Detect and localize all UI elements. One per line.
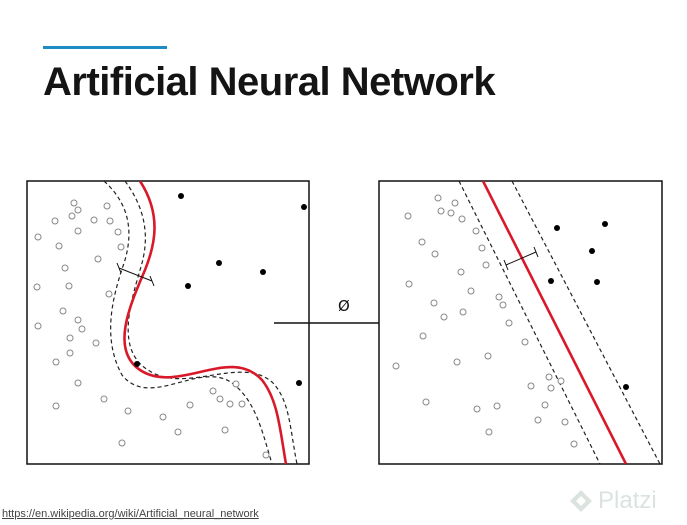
- left-margin-indicator: [116, 262, 155, 287]
- transform-label: Ø: [338, 297, 350, 315]
- right-margin-indicator: [503, 246, 539, 271]
- right-decision-boundary: [481, 181, 628, 464]
- input-space-panel: [26, 180, 310, 465]
- left-decision-boundary: [123, 181, 288, 464]
- left-filled-points: [134, 193, 307, 386]
- feature-space-panel: [378, 180, 663, 465]
- platzi-watermark: Platzi: [568, 484, 678, 518]
- right-margin-left: [458, 181, 601, 464]
- source-link[interactable]: https://en.wikipedia.org/wiki/Artificial…: [2, 508, 259, 520]
- left-margin-inner: [103, 181, 273, 464]
- right-margin-right: [511, 181, 661, 464]
- title-accent-line: [43, 46, 167, 49]
- right-filled-points: [548, 221, 629, 390]
- slide-title: Artificial Neural Network: [43, 60, 496, 104]
- watermark-text: Platzi: [598, 487, 657, 514]
- platzi-logo-icon: [570, 490, 592, 512]
- right-open-points: [392, 194, 578, 448]
- left-margin-outer: [124, 181, 298, 464]
- left-open-points: [33, 199, 270, 459]
